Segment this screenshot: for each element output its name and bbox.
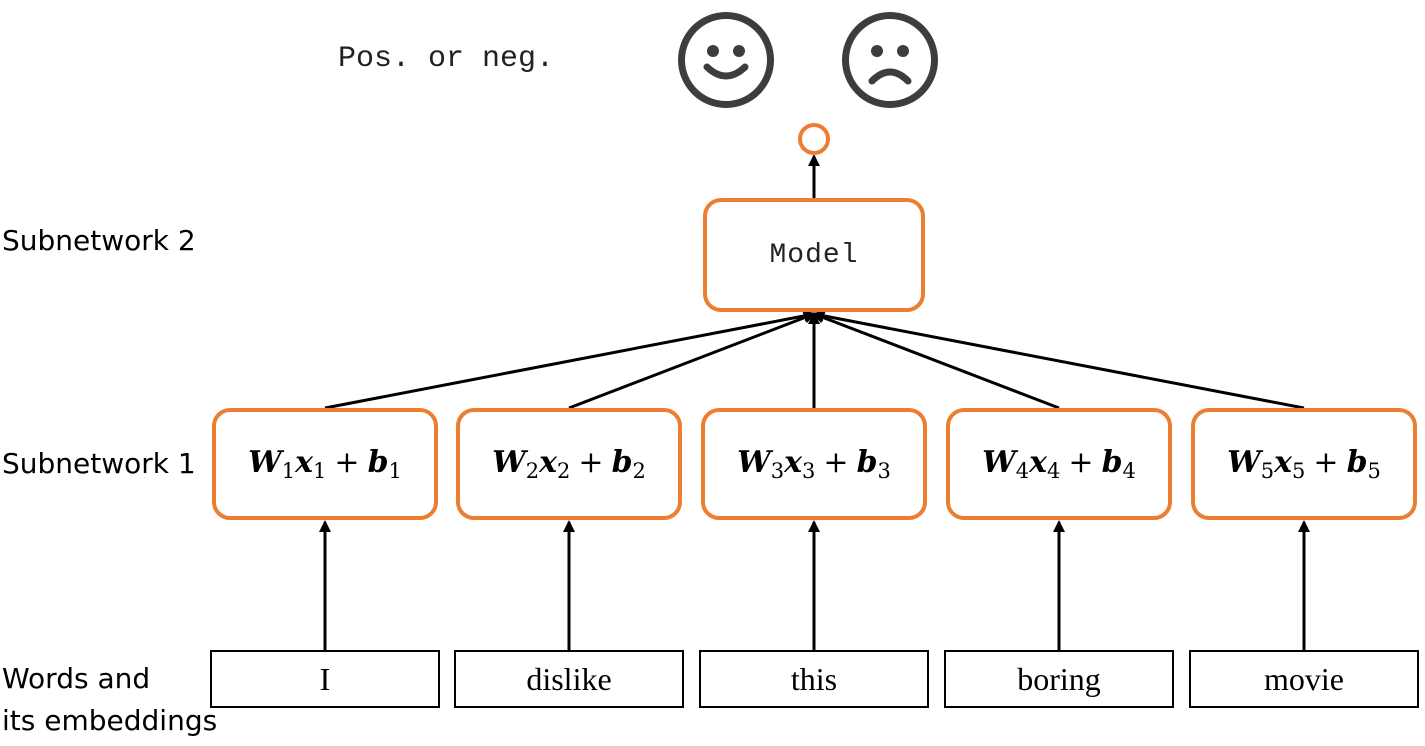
weight-index: 4 — [1015, 459, 1030, 483]
words-label-line2: its embeddings — [2, 704, 218, 737]
weight-index: 1 — [281, 459, 296, 483]
edge-subnet-to-model-4 — [812, 311, 1060, 410]
weight-symbol: W — [737, 445, 771, 480]
word-box-1: I — [210, 650, 440, 708]
plus-symbol: + — [823, 445, 849, 480]
bias-symbol: b — [1346, 445, 1368, 480]
plus-symbol: + — [334, 445, 360, 480]
frowning-face-icon — [842, 12, 938, 108]
linear-formula-4: W4x4+b4 — [982, 445, 1136, 483]
edge-subnet-to-model-2 — [568, 311, 816, 410]
edge-subnet-to-model-1 — [324, 309, 816, 410]
model-label: Model — [769, 239, 859, 271]
embedding-index: 5 — [1292, 459, 1306, 483]
embedding-symbol: x — [784, 445, 803, 480]
word-box-5: movie — [1189, 650, 1419, 708]
plus-symbol: + — [578, 445, 604, 480]
weight-symbol: W — [1227, 445, 1261, 480]
word-box-4: boring — [944, 650, 1174, 708]
embedding-symbol: x — [539, 445, 558, 480]
word-box-2: dislike — [454, 650, 684, 708]
bias-index: 1 — [388, 459, 402, 483]
embedding-index: 4 — [1047, 459, 1061, 483]
words-label-line1: Words and — [2, 662, 151, 695]
plus-symbol: + — [1068, 445, 1094, 480]
weight-symbol: W — [982, 445, 1016, 480]
output-node — [798, 123, 830, 155]
linear-formula-5: W5x5+b5 — [1227, 445, 1381, 483]
smiling-face-icon — [678, 12, 774, 108]
subnetwork1-box-5: W5x5+b5 — [1191, 408, 1417, 520]
bias-index: 3 — [877, 459, 891, 483]
model-box: Model — [703, 198, 925, 312]
bias-symbol: b — [1101, 445, 1123, 480]
bias-index: 4 — [1122, 459, 1136, 483]
weight-index: 2 — [525, 459, 540, 483]
bias-index: 2 — [632, 459, 646, 483]
embedding-symbol: x — [295, 445, 314, 480]
subnetwork1-label: Subnetwork 1 — [2, 447, 196, 480]
weight-index: 3 — [770, 459, 785, 483]
plus-symbol: + — [1313, 445, 1339, 480]
bias-symbol: b — [367, 445, 389, 480]
weight-symbol: W — [492, 445, 526, 480]
embedding-symbol: x — [1274, 445, 1293, 480]
word-box-3: this — [699, 650, 929, 708]
linear-formula-1: W1x1+b1 — [248, 445, 402, 483]
embedding-symbol: x — [1029, 445, 1048, 480]
bias-index: 5 — [1367, 459, 1381, 483]
linear-formula-3: W3x3+b3 — [737, 445, 891, 483]
subnetwork1-box-2: W2x2+b2 — [456, 408, 682, 520]
edge-subnet-to-model-5 — [812, 309, 1305, 410]
subnetwork1-box-1: W1x1+b1 — [212, 408, 438, 520]
embedding-index: 3 — [802, 459, 816, 483]
embedding-index: 1 — [313, 459, 327, 483]
weight-symbol: W — [248, 445, 282, 480]
linear-formula-2: W2x2+b2 — [492, 445, 646, 483]
output-label: Pos. or neg. — [338, 42, 555, 76]
weight-index: 5 — [1260, 459, 1275, 483]
subnetwork1-box-4: W4x4+b4 — [946, 408, 1172, 520]
subnetwork1-box-3: W3x3+b3 — [701, 408, 927, 520]
bias-symbol: b — [611, 445, 633, 480]
bias-symbol: b — [856, 445, 878, 480]
subnetwork2-label: Subnetwork 2 — [2, 224, 196, 257]
embedding-index: 2 — [557, 459, 571, 483]
